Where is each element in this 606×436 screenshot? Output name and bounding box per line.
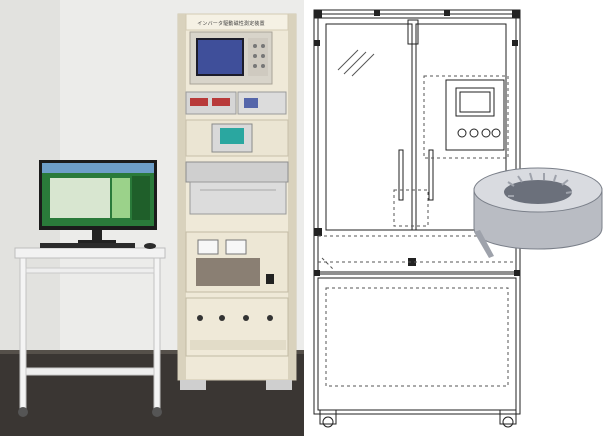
instrument-rack — [177, 13, 297, 390]
system-photo: インバータ駆動磁性測定装置 — [0, 0, 304, 436]
photo-scene — [0, 0, 304, 436]
technical-drawing — [304, 0, 606, 436]
desk — [14, 247, 166, 417]
monitor — [39, 160, 157, 249]
stator-core-icon — [473, 167, 603, 258]
drawing-canvas — [313, 9, 603, 428]
rack-nameplate: インバータ駆動磁性測定装置 — [197, 21, 265, 27]
